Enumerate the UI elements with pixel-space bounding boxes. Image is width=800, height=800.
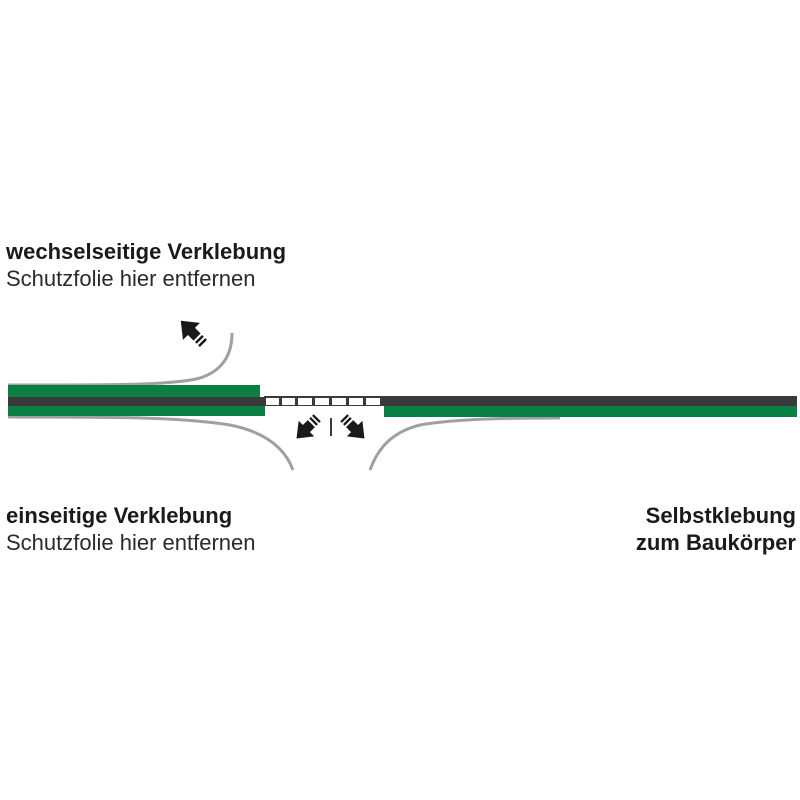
release-film-bottom-left	[7, 415, 295, 471]
arrow-down-right-icon	[340, 414, 365, 439]
arrow-down-left-icon	[296, 414, 321, 439]
label-self-adhesion-line2: zum Baukörper	[635, 530, 796, 555]
left-adhesive-top	[8, 385, 260, 397]
label-self-adhesion: Selbstklebung zum Baukörper	[636, 502, 796, 556]
label-alternating-bonding-title: wechselseitige Verklebung	[6, 239, 287, 264]
membrane-band-left	[8, 397, 266, 406]
center-divider	[330, 418, 332, 436]
membrane-band-right	[384, 396, 797, 406]
label-single-sided-bonding-title: einseitige Verklebung	[6, 503, 233, 528]
release-film-bottom-right	[368, 416, 561, 471]
arrow-up-left-icon	[180, 320, 207, 347]
release-film-top-left	[7, 332, 234, 387]
label-single-sided-bonding-subtitle: Schutzfolie hier entfernen	[6, 530, 256, 555]
label-self-adhesion-line1: Selbstklebung	[645, 503, 796, 528]
label-alternating-bonding-subtitle: Schutzfolie hier entfernen	[6, 266, 256, 291]
perforation-cells	[266, 398, 380, 405]
left-adhesive-bottom	[8, 406, 265, 416]
right-adhesive-bottom	[384, 406, 797, 417]
label-single-sided-bonding: einseitige Verklebung Schutzfolie hier e…	[6, 502, 256, 556]
label-alternating-bonding: wechselseitige Verklebung Schutzfolie hi…	[6, 238, 286, 292]
